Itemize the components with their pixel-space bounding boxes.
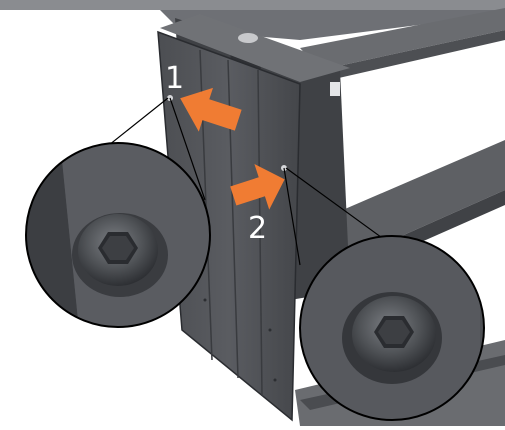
step-number-1: 1 — [165, 61, 184, 96]
magnifier-circle-right — [299, 235, 485, 421]
screw-icon — [72, 213, 168, 297]
support-beam-upper — [300, 8, 505, 80]
screw-icon — [342, 292, 442, 384]
leg-top-cap — [160, 14, 350, 96]
arrow-left-icon — [180, 87, 242, 132]
arrow-right-icon — [230, 163, 285, 210]
step-number-2: 2 — [248, 211, 267, 246]
